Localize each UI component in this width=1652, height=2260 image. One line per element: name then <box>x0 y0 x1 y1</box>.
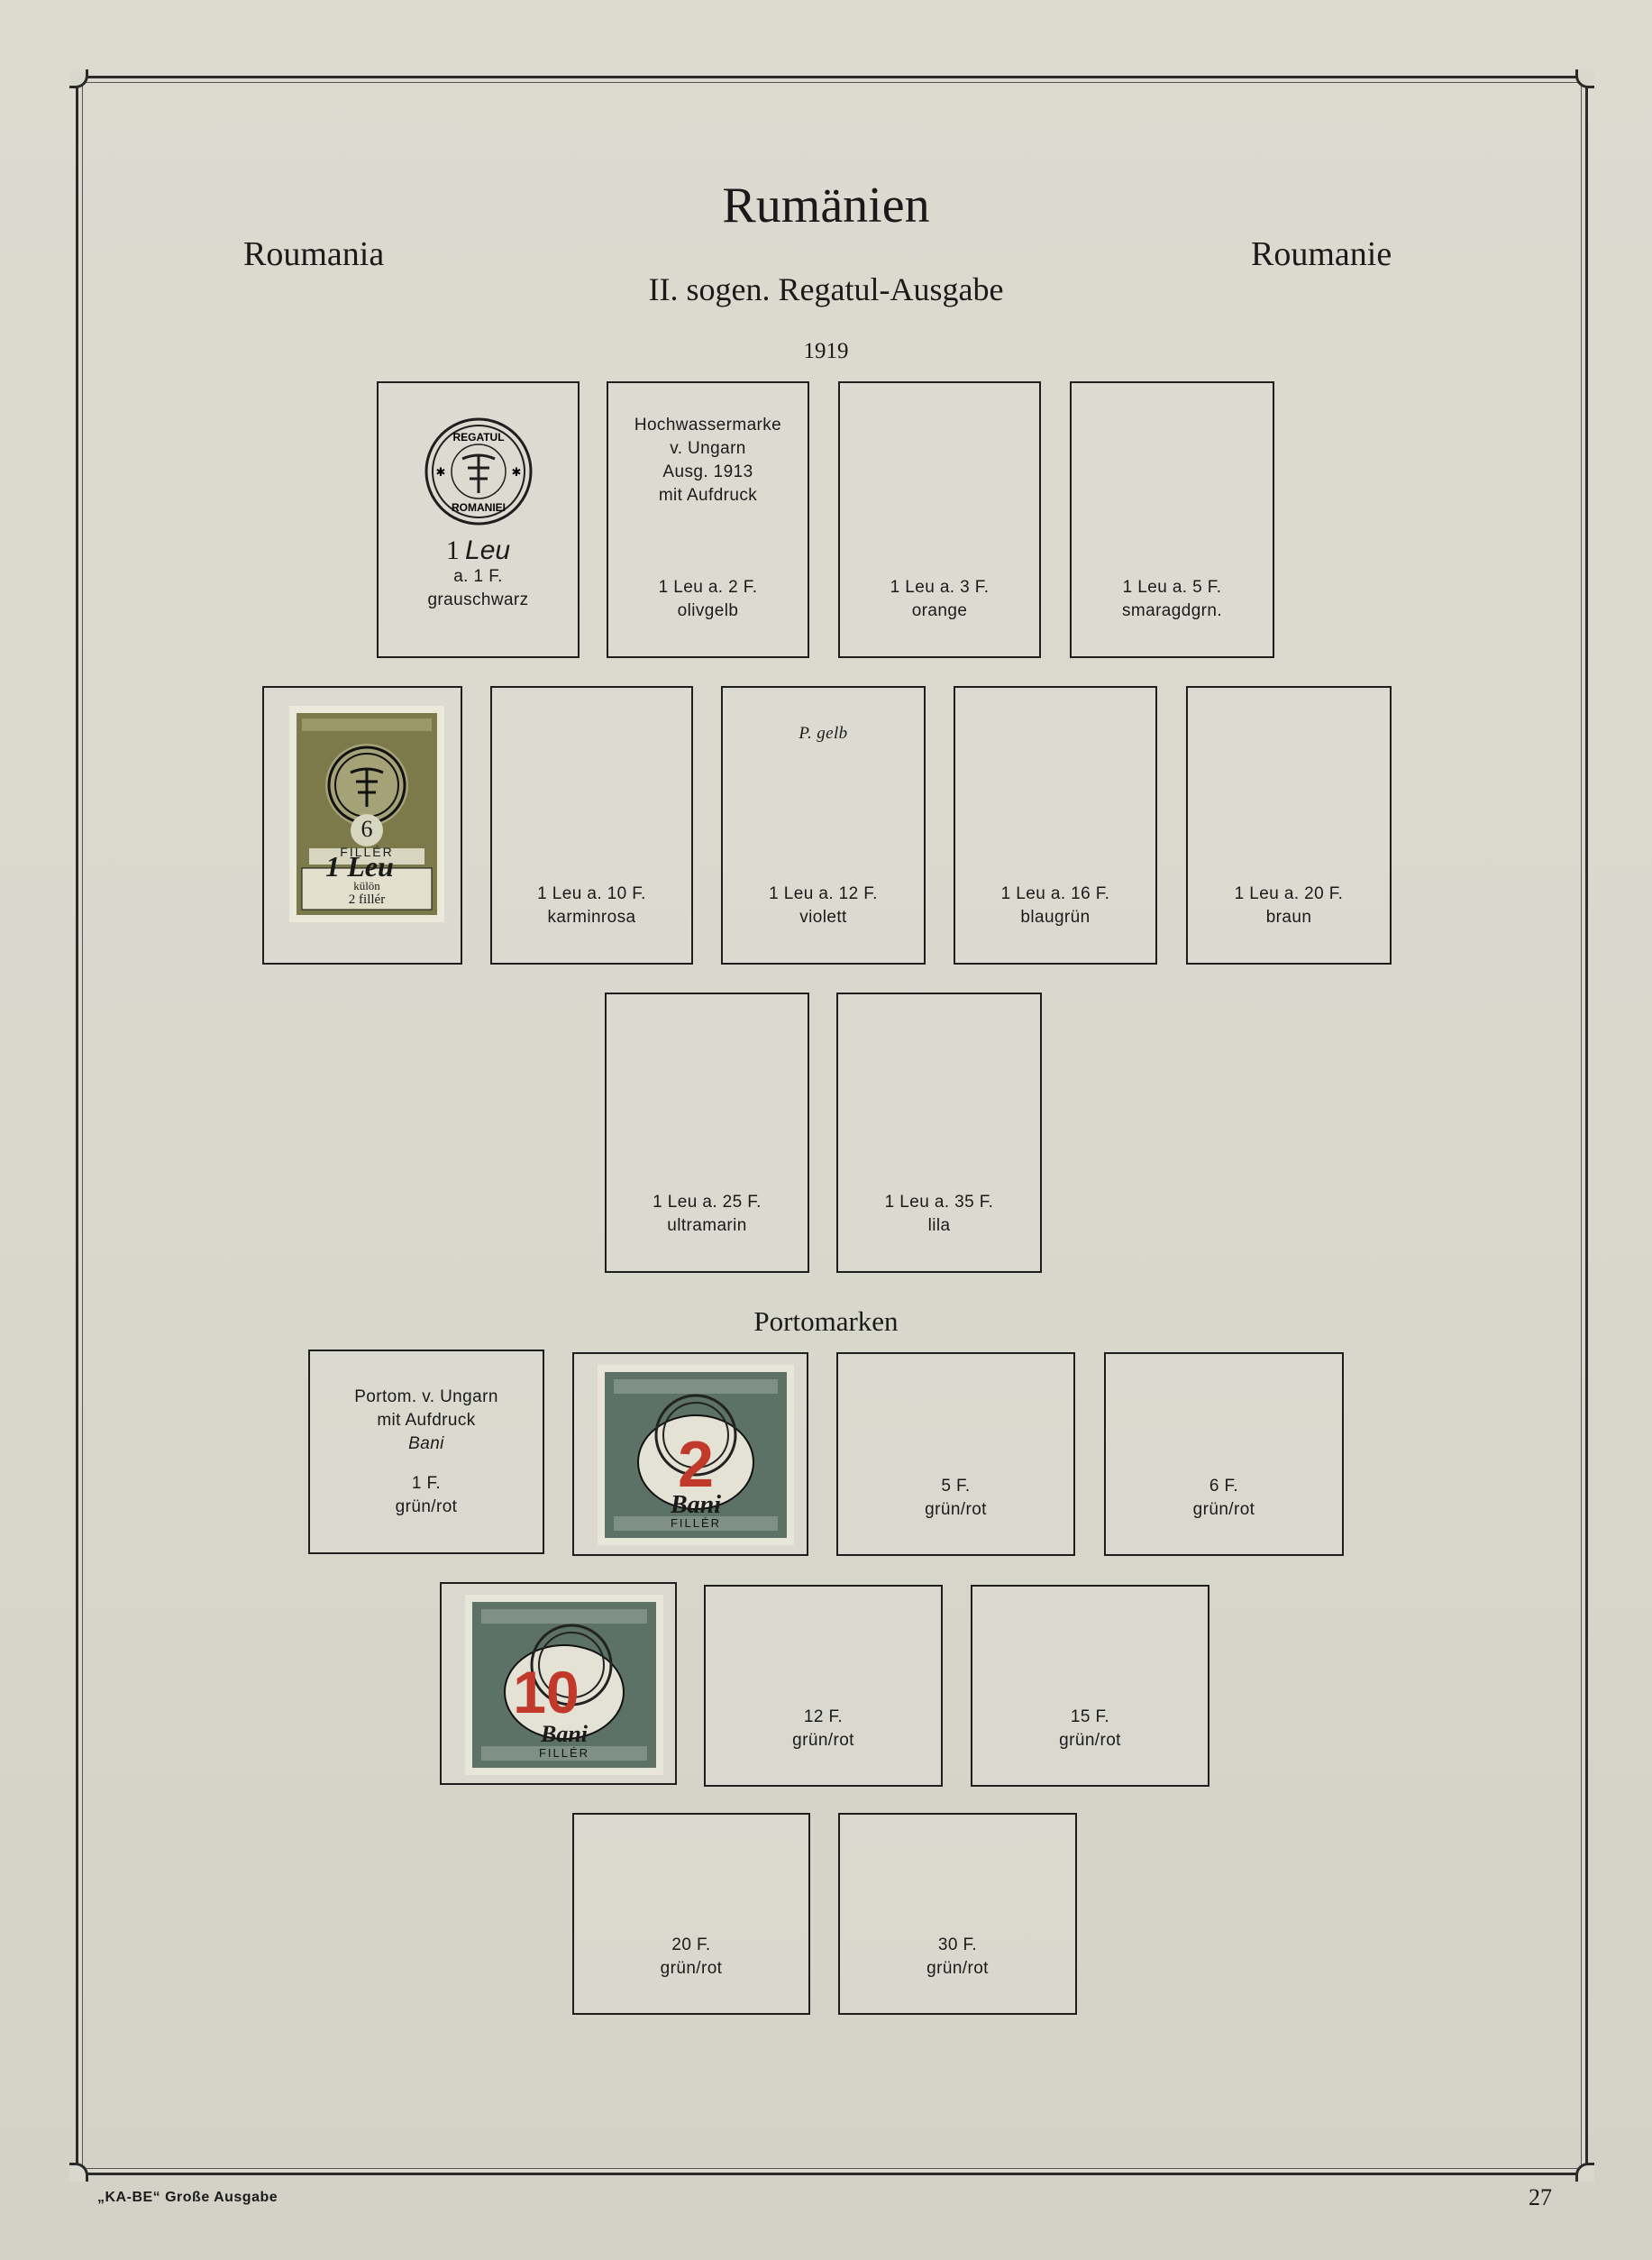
stamp-color: orange <box>911 601 968 620</box>
postage-due-space-6f[interactable]: 6 F. grün/rot <box>1104 1352 1344 1556</box>
stamp-overprint: 1 Leu <box>325 850 394 883</box>
title-french: Roumanie <box>1251 235 1392 273</box>
stamp-color: ultramarin <box>667 1216 747 1235</box>
note-line: Ausg. 1913 <box>662 462 753 481</box>
value-line: 1 Leu a. 25 F. <box>653 1193 762 1212</box>
value-line: 20 F. <box>671 1935 711 1954</box>
value-line: 1 Leu a. 5 F. <box>1122 578 1222 597</box>
stamp-color: grün/rot <box>792 1731 854 1750</box>
postage-due-space-1f[interactable]: Portom. v. Ungarn mit Aufdruck Bani 1 F.… <box>308 1350 544 1554</box>
note-line: Hochwassermarke <box>634 416 782 435</box>
stamp-color: grün/rot <box>395 1497 458 1516</box>
page-title: Rumänien <box>722 178 930 233</box>
stamp-6-filler[interactable]: 6 FILLÉR 1 Leu külön 2 fillér <box>289 706 444 922</box>
stamp-space-1-leu-1f[interactable]: REGATUL ROMANIEI ✱ ✱ 1 Leu a. 1 F. graus… <box>377 381 580 658</box>
stamp-color: braun <box>1265 908 1312 927</box>
stamp-space-1-leu-5f[interactable]: 1 Leu a. 5 F. smaragdgrn. <box>1070 381 1274 658</box>
value-line: 1 Leu a. 12 F. <box>769 884 878 903</box>
stamp-color: grün/rot <box>1059 1731 1121 1750</box>
postage-due-space-2-bani-mounted[interactable]: 2 Bani FILLÉR <box>572 1352 808 1556</box>
stamp-color: violett <box>799 908 847 927</box>
stamp-text: külön <box>353 879 380 892</box>
frame-corner <box>69 69 88 88</box>
stamp-currency: FILLÉR <box>538 1746 590 1760</box>
section-title-portomarken: Portomarken <box>753 1305 899 1337</box>
stamp-color: blaugrün <box>1020 908 1091 927</box>
stamp-space-1-leu-25f[interactable]: 1 Leu a. 25 F. ultramarin <box>605 993 809 1273</box>
stamp-currency: FILLÉR <box>340 845 394 859</box>
stamp-color: olivgelb <box>677 601 739 620</box>
stamp-10-bani[interactable]: 10 Bani FILLÉR <box>465 1595 663 1775</box>
value-line: 15 F. <box>1070 1707 1110 1726</box>
stamp-color: grün/rot <box>926 1959 989 1978</box>
postage-due-stamp-icon <box>605 1372 787 1538</box>
value-line: 1 Leu a. 35 F. <box>884 1193 994 1212</box>
hungarian-stamp-icon <box>297 713 437 915</box>
frame-corner <box>1575 69 1594 88</box>
stamp-value: 6 <box>361 816 373 842</box>
stamp-numeral: 10 <box>513 1659 580 1725</box>
note-line: Portom. v. Ungarn <box>354 1387 498 1406</box>
stamp-space-1-leu-20f[interactable]: 1 Leu a. 20 F. braun <box>1186 686 1392 965</box>
postage-due-space-20f[interactable]: 20 F. grün/rot <box>572 1813 810 2015</box>
frame-corner <box>69 2163 88 2182</box>
svg-text:✱: ✱ <box>511 465 521 479</box>
stamp-space-6f-mounted[interactable]: 6 FILLÉR 1 Leu külön 2 fillér <box>262 686 462 965</box>
value-line: 5 F. <box>941 1477 971 1496</box>
note-line: mit Aufdruck <box>658 486 758 505</box>
surcharge-line: a. 1 F. <box>453 567 503 586</box>
value-line: 1 Leu a. 16 F. <box>1000 884 1110 903</box>
stamp-space-1-leu-3f[interactable]: 1 Leu a. 3 F. orange <box>838 381 1041 658</box>
stamp-color: grün/rot <box>660 1959 723 1978</box>
stamp-color: grauschwarz <box>427 590 529 609</box>
note-line: v. Ungarn <box>670 439 746 458</box>
stamp-color: grün/rot <box>925 1500 987 1519</box>
stamp-currency: FILLÉR <box>670 1516 722 1530</box>
title-english: Roumania <box>243 235 385 273</box>
postage-due-space-10-bani-mounted[interactable]: 10 Bani FILLÉR <box>440 1582 677 1785</box>
issue-subtitle: II. sogen. Regatul-Ausgabe <box>648 271 1004 307</box>
value-line: 1 Leu a. 10 F. <box>537 884 646 903</box>
stamp-space-1-leu-16f[interactable]: 1 Leu a. 16 F. blaugrün <box>954 686 1157 965</box>
value-line: 1 Leu <box>445 535 511 565</box>
value-line: 1 Leu a. 3 F. <box>890 578 990 597</box>
svg-text:✱: ✱ <box>435 465 445 479</box>
postage-due-space-30f[interactable]: 30 F. grün/rot <box>838 1813 1077 2015</box>
svg-text:REGATUL: REGATUL <box>452 431 504 444</box>
postage-due-space-15f[interactable]: 15 F. grün/rot <box>971 1585 1209 1787</box>
value-line: 6 F. <box>1209 1477 1239 1496</box>
stamp-color: smaragdgrn. <box>1121 601 1223 620</box>
note-line: mit Aufdruck <box>377 1411 476 1430</box>
stamp-space-1-leu-35f[interactable]: 1 Leu a. 35 F. lila <box>836 993 1042 1273</box>
frame-corner <box>1575 2163 1594 2182</box>
postage-due-space-12f[interactable]: 12 F. grün/rot <box>704 1585 943 1787</box>
issue-year: 1919 <box>803 339 849 363</box>
stamp-overprint: Bani <box>540 1721 589 1747</box>
stamp-numeral: 2 <box>677 1429 715 1501</box>
stamp-color: lila <box>927 1216 951 1235</box>
page-frame <box>69 69 1594 2182</box>
stamp-2-bani[interactable]: 2 Bani FILLÉR <box>598 1365 794 1545</box>
value-line: 1 Leu a. 20 F. <box>1234 884 1344 903</box>
postage-due-space-5f[interactable]: 5 F. grün/rot <box>836 1352 1075 1556</box>
stamp-space-1-leu-10f[interactable]: 1 Leu a. 10 F. karminrosa <box>490 686 693 965</box>
value-line: 1 F. <box>411 1474 442 1493</box>
value-line: 30 F. <box>937 1935 978 1954</box>
page-number: 27 <box>1529 2184 1552 2210</box>
publisher-imprint: „KA-BE“ Große Ausgabe <box>97 2190 278 2205</box>
stamp-space-1-leu-2f[interactable]: Hochwassermarke v. Ungarn Ausg. 1913 mit… <box>607 381 809 658</box>
stamp-color: grün/rot <box>1192 1500 1255 1519</box>
paper-note: P. gelb <box>799 724 848 743</box>
value-line: 12 F. <box>803 1707 844 1726</box>
svg-text:ROMANIEI: ROMANIEI <box>452 501 506 514</box>
value-line: 1 Leu a. 2 F. <box>658 578 758 597</box>
stamp-overprint: Bani <box>670 1491 722 1519</box>
overprint-note: Bani <box>408 1434 444 1453</box>
stamp-space-1-leu-12f[interactable]: P. gelb 1 Leu a. 12 F. violett <box>721 686 926 965</box>
postage-due-stamp-icon <box>472 1602 656 1768</box>
stamp-text: 2 fillér <box>348 892 386 907</box>
stamp-color: karminrosa <box>547 908 636 927</box>
regatul-seal-icon: REGATUL ROMANIEI ✱ ✱ <box>424 417 532 526</box>
